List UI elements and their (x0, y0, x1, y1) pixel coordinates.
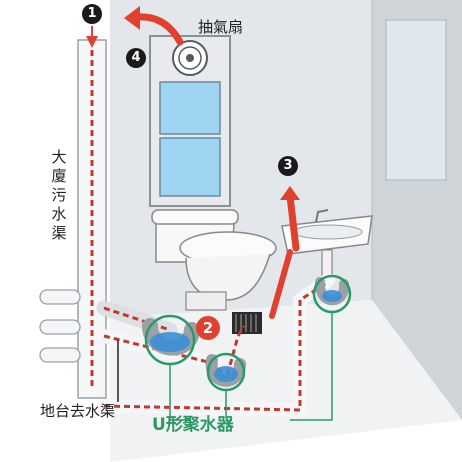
marker-4: 4 (126, 48, 146, 68)
sink-up-arrow (286, 192, 300, 252)
sink-bowl (293, 224, 363, 240)
window-pane-bottom (159, 137, 221, 197)
toilet-base (185, 291, 227, 311)
sink-trap-water (322, 290, 342, 302)
marker-2: 2 (196, 316, 220, 340)
building-drain-char-3: 污 (51, 186, 67, 204)
floor (110, 300, 462, 462)
floor-drain-grate (232, 312, 262, 334)
building-drain-char-4: 水 (51, 205, 67, 223)
toilet-airflow-path (103, 306, 171, 332)
building-drain-char-2: 廈 (51, 167, 67, 185)
toilet-trap-water (150, 332, 190, 352)
drain-up-arrow (269, 249, 293, 319)
sink-arrow-head (280, 186, 300, 200)
stub-pipe-1 (39, 289, 81, 305)
fan-inner-ring (178, 46, 202, 70)
floor-drain-label: 地台去水渠 (40, 402, 116, 420)
stub-pipe-2 (39, 319, 81, 335)
fan-label: 抽氣扇 (198, 18, 244, 36)
building-drain-label: 大 廈 污 水 渠 (50, 148, 68, 243)
u-trap-label: U形聚水器 (152, 415, 234, 435)
building-drain-char-1: 大 (51, 148, 67, 166)
side-panel (385, 19, 447, 181)
toilet-tank-lid (151, 209, 239, 225)
floor-trap-water (214, 366, 238, 382)
fan-arrow-head (124, 6, 140, 30)
building-drain-pipe (77, 39, 107, 399)
window-pane-top (159, 81, 221, 135)
faucet-icon (315, 209, 329, 223)
building-drain-char-5: 渠 (51, 224, 67, 242)
marker-3: 3 (278, 156, 298, 176)
marker-1: 1 (82, 4, 102, 24)
fan-hub (186, 54, 194, 62)
floor-drain-slots (235, 314, 257, 332)
u-trap-leader-lines (169, 312, 333, 421)
stub-pipe-3 (39, 347, 81, 363)
